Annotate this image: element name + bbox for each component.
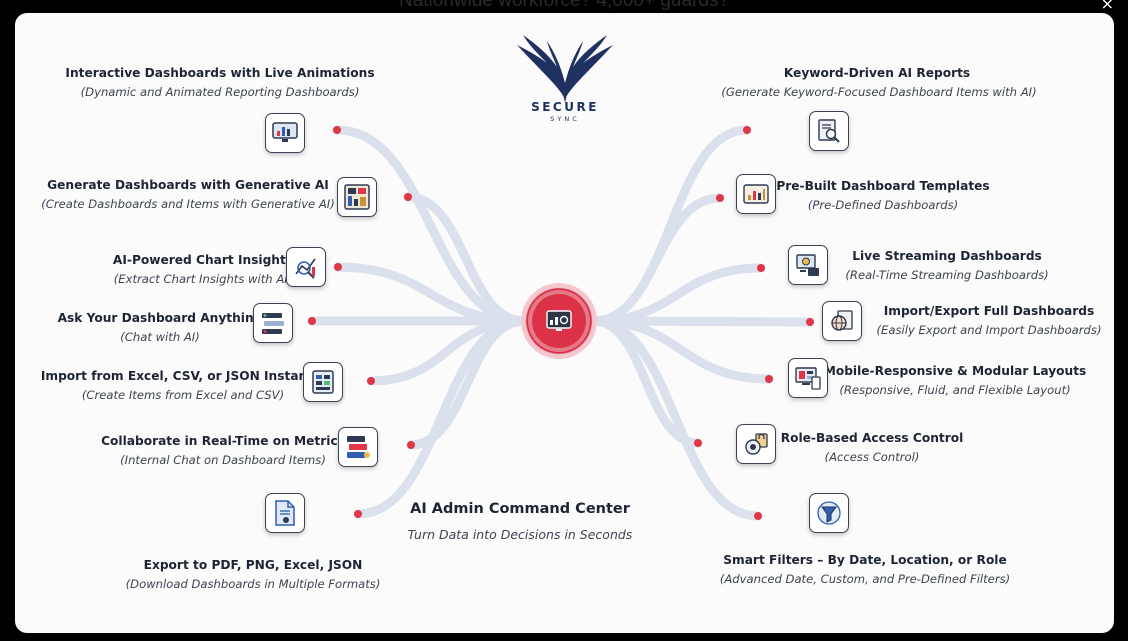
right-item-subtitle-6: (Access Control) <box>824 450 920 464</box>
left-item-subtitle-1: (Dynamic and Animated Reporting Dashboar… <box>80 85 360 99</box>
logo-subword: SYNC <box>550 115 580 123</box>
connector-dot-right-5 <box>765 375 773 383</box>
center-title: AI Admin Command Center <box>410 501 630 517</box>
left-item-title-7: Export to PDF, PNG, Excel, JSON <box>143 558 363 572</box>
connector-curve-R-1 <box>589 125 752 326</box>
left-item-subtitle-4: (Chat with AI) <box>120 330 200 344</box>
connector-curve-L-1 <box>332 125 529 326</box>
streaming-icon <box>788 245 828 285</box>
connector-dot-left-2 <box>404 193 412 201</box>
right-item-subtitle-4: (Easily Export and Import Dashboards) <box>876 323 1102 337</box>
lock-access-icon <box>736 424 776 464</box>
central-hub <box>521 283 597 359</box>
left-item-subtitle-3: (Extract Chart Insights with AI) <box>113 272 293 286</box>
left-item-subtitle-6: (Internal Chat on Dashboard Items) <box>120 453 326 467</box>
close-button[interactable]: × <box>1100 0 1114 13</box>
spreadsheet-icon <box>303 362 343 402</box>
left-item-title-2: Generate Dashboards with Generative AI <box>47 178 329 192</box>
right-item-subtitle-7: (Advanced Date, Custom, and Pre-Defined … <box>719 572 1011 586</box>
template-icon <box>736 174 776 214</box>
right-item-title-7: Smart Filters – By Date, Location, or Ro… <box>723 553 1007 567</box>
right-item-title-5: Mobile-Responsive & Modular Layouts <box>823 364 1087 378</box>
left-item-title-4: Ask Your Dashboard Anything <box>57 311 263 325</box>
right-item-title-2: Pre-Built Dashboard Templates <box>776 179 990 193</box>
right-item-title-6: Role-Based Access Control <box>780 431 964 445</box>
connector-dot-left-4 <box>308 317 316 325</box>
left-item-title-1: Interactive Dashboards with Live Animati… <box>65 66 375 80</box>
left-item-subtitle-5: (Create Items from Excel and CSV) <box>81 388 285 402</box>
chat-list-icon <box>253 303 293 343</box>
globe-export-icon <box>822 301 862 341</box>
left-item-subtitle-2: (Create Dashboards and Items with Genera… <box>41 197 335 211</box>
left-item-title-3: AI-Powered Chart Insights <box>112 253 294 267</box>
connector-curve-R-7 <box>589 316 763 521</box>
connector-curve-R-5 <box>589 316 774 384</box>
connector-dot-right-3 <box>757 264 765 272</box>
left-item-subtitle-7: (Download Dashboards in Multiple Formats… <box>125 577 381 591</box>
monitor-chart-icon <box>265 113 305 153</box>
connector-dot-right-7 <box>754 512 762 520</box>
right-item-subtitle-3: (Real-Time Streaming Dashboards) <box>845 268 1049 282</box>
connector-dot-right-2 <box>716 194 724 202</box>
collaborate-icon <box>338 427 378 467</box>
background-headline: Nationwide workforce? 4,000+ guards? <box>398 0 730 11</box>
feature-diagram-modal: SECURE SYNC AI Admin Command Center Turn… <box>15 13 1114 633</box>
right-item-subtitle-5: (Responsive, Fluid, and Flexible Layout) <box>839 383 1071 397</box>
secure-sync-logo <box>517 35 613 103</box>
hub-dashboard-icon <box>546 310 572 331</box>
connector-curve-L-7 <box>353 316 529 519</box>
right-item-title-3: Live Streaming Dashboards <box>852 249 1042 263</box>
file-download-icon <box>265 493 305 533</box>
connector-dot-right-4 <box>806 318 814 326</box>
chart-magnify-icon <box>286 247 326 287</box>
connector-dot-right-6 <box>694 439 702 447</box>
right-item-title-4: Import/Export Full Dashboards <box>883 304 1095 318</box>
connector-dot-left-7 <box>354 510 362 518</box>
filter-funnel-icon <box>809 493 849 533</box>
connector-dot-left-5 <box>367 377 375 385</box>
left-item-title-5: Import from Excel, CSV, or JSON Instantl… <box>40 369 326 383</box>
connector-dot-left-6 <box>407 441 415 449</box>
left-item-title-6: Collaborate in Real-Time on Metrics <box>101 434 345 448</box>
right-item-title-1: Keyword-Driven AI Reports <box>783 66 971 80</box>
connector-dot-right-1 <box>743 126 751 134</box>
right-item-subtitle-1: (Generate Keyword-Focused Dashboard Item… <box>721 85 1037 99</box>
logo-wordmark: SECURE <box>531 100 599 114</box>
dashboard-grid-icon <box>337 177 377 217</box>
responsive-layout-icon <box>788 358 828 398</box>
connector-dot-left-3 <box>334 263 342 271</box>
report-search-icon <box>809 111 849 151</box>
right-item-subtitle-2: (Pre-Defined Dashboards) <box>807 198 959 212</box>
connector-lines <box>307 125 815 521</box>
center-subtitle: Turn Data into Decisions in Seconds <box>407 527 633 542</box>
connector-dot-left-1 <box>333 126 341 134</box>
